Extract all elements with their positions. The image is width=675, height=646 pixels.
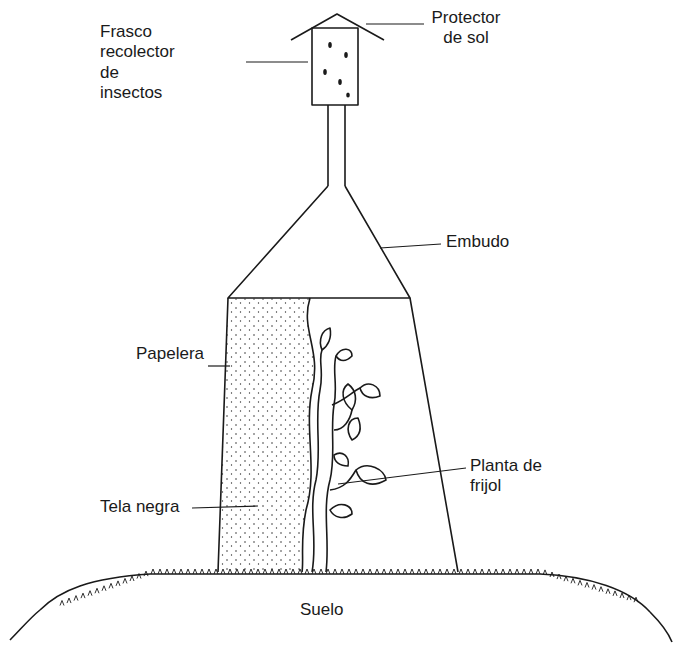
- jar-label: Frasco recolector de insectos: [100, 22, 175, 104]
- grass-stroke: [235, 569, 239, 574]
- grass-stroke: [81, 593, 85, 598]
- grass-stroke: [361, 569, 365, 574]
- grass-stroke: [466, 569, 470, 574]
- grass-stroke: [501, 569, 505, 574]
- bean-plant: [312, 328, 386, 572]
- grass-stroke: [228, 569, 232, 574]
- grass-stroke: [102, 586, 106, 591]
- grass-stroke: [396, 569, 400, 574]
- grass-stroke: [536, 569, 540, 574]
- grass-stroke: [291, 569, 295, 574]
- leader-lines: [192, 24, 466, 508]
- soil-label: Suelo: [300, 600, 343, 620]
- grass-stroke: [424, 569, 428, 574]
- collector-jar: [312, 28, 358, 105]
- grass-stroke: [529, 569, 533, 574]
- grass-stroke: [179, 569, 183, 574]
- grass-stroke: [256, 569, 260, 574]
- grass-stroke: [508, 569, 512, 574]
- grass-stroke: [123, 578, 127, 583]
- grass-stroke: [130, 576, 134, 581]
- wastebasket: [218, 298, 458, 572]
- grass-stroke: [249, 569, 253, 574]
- grass-stroke: [480, 569, 484, 574]
- grass-stroke: [368, 569, 372, 574]
- grass-stroke: [284, 569, 288, 574]
- grass-stroke: [158, 569, 162, 574]
- grass-stroke: [263, 569, 267, 574]
- grass-stroke: [151, 569, 155, 574]
- grass-stroke: [354, 569, 358, 574]
- grass-stroke: [515, 569, 519, 574]
- grass-stroke: [312, 569, 316, 574]
- grass-stroke: [571, 578, 575, 583]
- grass-stroke: [305, 569, 309, 574]
- funnel: [228, 186, 410, 298]
- grass-stroke: [207, 569, 211, 574]
- grass-stroke: [585, 583, 589, 588]
- grass-stroke: [214, 569, 218, 574]
- grass-stroke: [564, 576, 568, 581]
- grass-stroke: [74, 596, 78, 601]
- grass-stroke: [109, 583, 113, 588]
- grass-stroke: [333, 569, 337, 574]
- grass-stroke: [340, 569, 344, 574]
- grass-stroke: [522, 569, 526, 574]
- plant-label: Planta de frijol: [470, 456, 565, 497]
- grass-stroke: [578, 580, 582, 585]
- grass-stroke: [88, 591, 92, 596]
- grass-stroke: [60, 601, 64, 606]
- grass-stroke: [620, 593, 624, 598]
- grass-stroke: [452, 569, 456, 574]
- grass-stroke: [144, 571, 148, 576]
- grass-stroke: [634, 597, 638, 602]
- grass-stroke: [557, 574, 561, 579]
- grass-stroke: [326, 569, 330, 574]
- grass-stroke: [375, 569, 379, 574]
- grass-stroke: [95, 588, 99, 593]
- black-cloth: [218, 298, 315, 572]
- ground: [10, 574, 672, 642]
- grass-stroke: [347, 569, 351, 574]
- funnel-label: Embudo: [446, 232, 509, 252]
- cloth-label: Tela negra: [100, 497, 179, 517]
- grass-stroke: [221, 569, 225, 574]
- grass-stroke: [389, 569, 393, 574]
- grass-stroke: [165, 569, 169, 574]
- sun-protector: [291, 14, 384, 40]
- funnel-tube: [328, 105, 345, 186]
- grass-stroke: [186, 569, 190, 574]
- grass-stroke: [403, 569, 407, 574]
- wastebasket-label: Papelera: [136, 344, 204, 364]
- grass-stroke: [438, 569, 442, 574]
- grass-stroke: [459, 569, 463, 574]
- grass-stroke: [445, 569, 449, 574]
- grass-stroke: [242, 569, 246, 574]
- grass-stroke: [592, 585, 596, 590]
- grass-stroke: [613, 591, 617, 596]
- grass-stroke: [417, 569, 421, 574]
- grass-stroke: [606, 589, 610, 594]
- grass-stroke: [473, 569, 477, 574]
- grass-stroke: [277, 569, 281, 574]
- protector-label: Protector de sol: [426, 8, 506, 49]
- grass-stroke: [137, 574, 141, 579]
- grass-stroke: [431, 569, 435, 574]
- grass-stroke: [200, 569, 204, 574]
- grass-stroke: [193, 569, 197, 574]
- grass-stroke: [319, 569, 323, 574]
- grass-stroke: [298, 569, 302, 574]
- grass-stroke: [599, 587, 603, 592]
- grass-stroke: [494, 569, 498, 574]
- grass-stroke: [172, 569, 176, 574]
- grass-stroke: [116, 581, 120, 586]
- grass-stroke: [627, 595, 631, 600]
- grass-stroke: [382, 569, 386, 574]
- grass-stroke: [487, 569, 491, 574]
- grass-stroke: [410, 569, 414, 574]
- grass-stroke: [67, 598, 71, 603]
- grass-stroke: [550, 572, 554, 577]
- grass-stroke: [543, 570, 547, 575]
- grass-stroke: [270, 569, 274, 574]
